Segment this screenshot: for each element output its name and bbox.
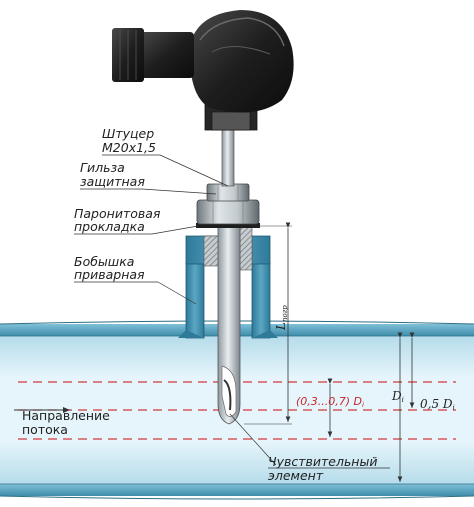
flow-label-1: Направление: [22, 408, 110, 423]
protective-sleeve: [217, 223, 241, 425]
svg-text:приварная: приварная: [74, 267, 145, 282]
svg-text:Штуцер: Штуцер: [102, 126, 154, 141]
svg-text:Гильза: Гильза: [80, 160, 125, 175]
svg-text:прокладка: прокладка: [74, 219, 145, 234]
diameter-label: Di: [391, 389, 404, 404]
callout-gasket: Паронитовая прокладка: [74, 206, 199, 235]
svg-text:М20х1,5: М20х1,5: [102, 140, 156, 155]
svg-text:элемент: элемент: [268, 468, 324, 483]
immersion-range-label: (0,3...0,7) Di: [296, 395, 364, 409]
diameter-dimension: Di: [391, 332, 404, 482]
immersion-length-dimension: Lпогр: [244, 222, 292, 425]
immersion-range-dimension: (0,3...0,7) Di: [296, 378, 364, 437]
fitting-nut: [196, 183, 260, 225]
half-diameter-dimension: 0,5 Di: [409, 332, 455, 412]
svg-text:Бобышка: Бобышка: [74, 254, 134, 269]
terminal-head: [112, 10, 294, 131]
flow-label-2: потока: [22, 422, 68, 437]
flow-direction: Направление потока: [14, 407, 110, 437]
pipe-bottom-wall: [0, 484, 474, 496]
callout-fitting: Штуцер М20х1,5: [102, 126, 229, 187]
length-label: Lпогр: [274, 305, 289, 331]
cable-gland: [138, 32, 194, 78]
svg-text:Чувствительный: Чувствительный: [268, 454, 377, 469]
callout-sensing-element: Чувствительный элемент: [229, 413, 390, 483]
thermowell-stem: [221, 127, 235, 187]
svg-text:Паронитовая: Паронитовая: [74, 206, 161, 221]
callout-boss: Бобышка приварная: [74, 254, 197, 305]
callout-sleeve: Гильза защитная: [80, 160, 217, 195]
paronite-gasket: [196, 223, 260, 228]
svg-text:защитная: защитная: [80, 174, 145, 189]
welded-boss: [178, 225, 278, 339]
half-diameter-label: 0,5 Di: [420, 397, 455, 412]
